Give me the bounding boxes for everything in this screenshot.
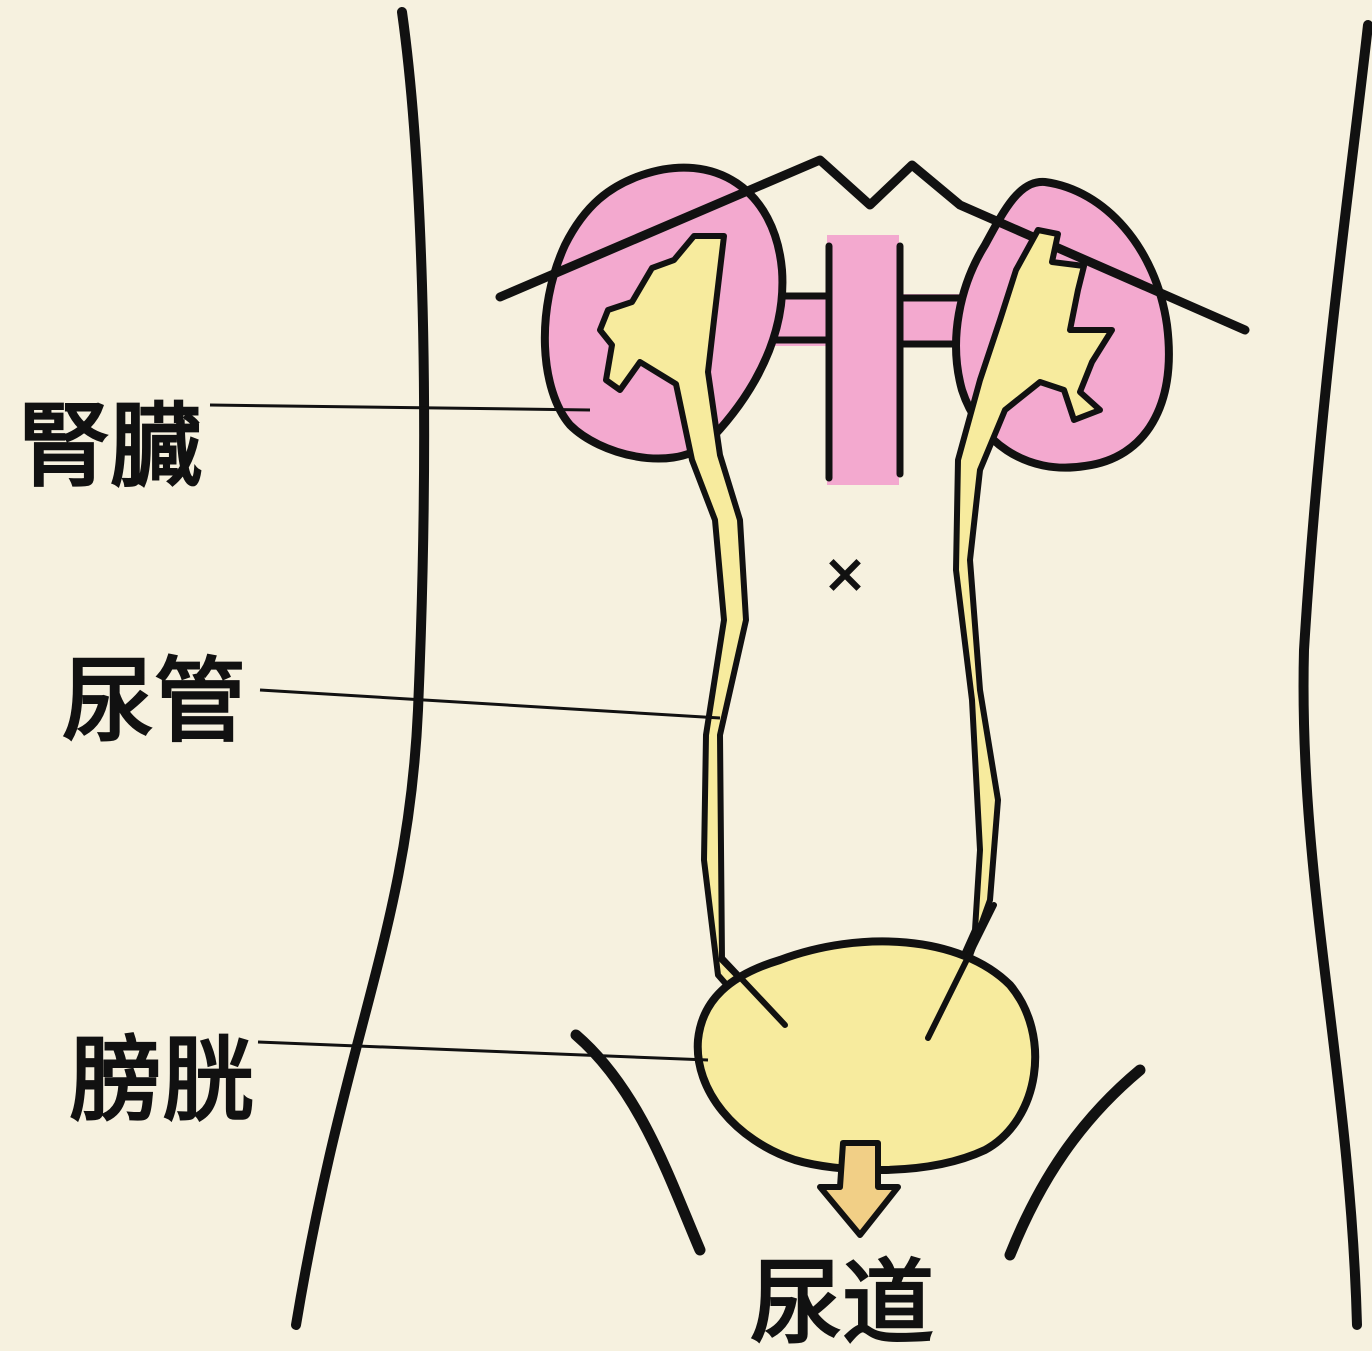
urethra-label: 尿道 (750, 1250, 934, 1351)
ureter-label: 尿管 (62, 648, 246, 755)
bladder (698, 941, 1035, 1170)
navel-mark: × (822, 542, 867, 605)
kidney-label: 腎臓 (18, 393, 202, 500)
bladder-label: 膀胱 (70, 1027, 254, 1134)
